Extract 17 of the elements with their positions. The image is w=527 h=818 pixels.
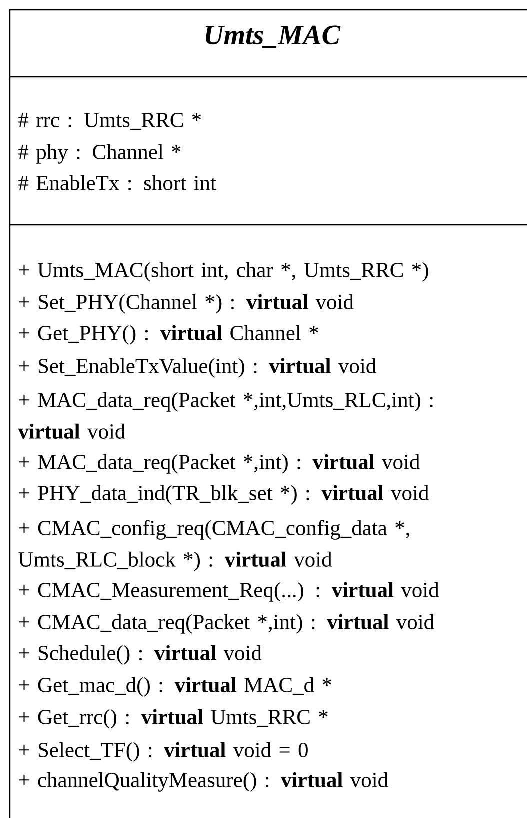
operation-text: + Schedule() : virtual void [19,645,262,665]
operation-text: + Get_PHY() : virtual Channel * [19,325,318,345]
attribute-text: # rrc : Umts_RRC * [18,113,202,130]
operation-text: + Get_rrc() : virtual Umts_RRC * [19,709,328,729]
operation-text: + Set_PHY(Channel *) : virtual void [19,294,354,314]
operation-text: + PHY_data_ind(TR_blk_set *) : virtual void [19,485,429,505]
attribute-text: # EnableTx : short int [18,175,216,191]
attribute-text: # phy : Channel * [18,144,181,164]
operation-text: + Umts_MAC(short int, char *, Umts_RRC *) [19,262,428,282]
operation-text: + Set_EnableTxValue(int) : virtual void [19,358,376,378]
operation-text: + CMAC_Measurement_Req(...) : virtual void [19,582,440,602]
class-name: Umts_MAC [206,26,341,48]
operation-text: + CMAC_data_req(Packet *,int) : virtual void [19,614,434,634]
operation-text: + Get_mac_d() : virtual MAC_d * [19,677,332,697]
operation-text: + Select_TF() : virtual void = 0 [19,742,308,762]
operation-text: + MAC_data_req(Packet *,int) : virtual void [19,454,420,474]
operation-text: + channelQualityMeasure() : virtual void [19,772,388,792]
